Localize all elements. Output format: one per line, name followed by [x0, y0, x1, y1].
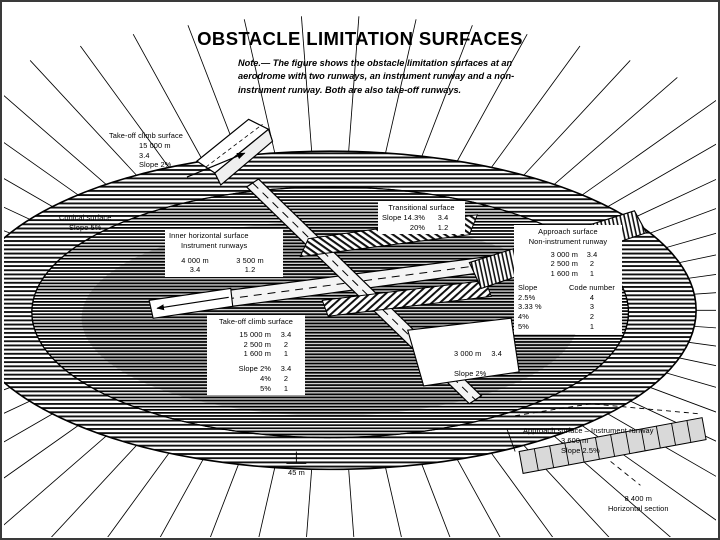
center-right-slope: Slope 2%	[454, 368, 487, 378]
page-title: OBSTACLE LIMITATION SURFACES	[197, 28, 523, 49]
label-conical-surface: Conical surface Slope 5%	[59, 213, 112, 232]
transitional-table: Slope 14.3%3.4 20%1.2	[382, 212, 449, 232]
takeoff-center-slope-table: Slope 2%3.4 4%2 5%1	[238, 364, 292, 393]
takeoff-left-distance: 15 000 m	[139, 140, 171, 150]
strip-width-leader	[286, 451, 307, 464]
label-transitional-surface: Transitional surface Slope 14.3%3.4 20%1…	[378, 201, 466, 235]
center-right-code: 3.4	[491, 349, 502, 358]
figure-note: Note.— The figure shows the obstacle lim…	[238, 58, 515, 95]
label-horizontal-section: 8 400 m Horizontal section	[608, 494, 669, 513]
label-inner-horizontal-surface: Inner horizontal surface Instrument runw…	[165, 229, 283, 278]
label-strip-width: 45 m	[288, 468, 305, 477]
takeoff-left-slope: Slope 2%	[139, 160, 172, 170]
takeoff-climb-surface-right	[407, 317, 520, 387]
horizontal-section-leader	[610, 461, 641, 486]
label-center-right-surface: 3 000 m 3.4 Slope 2%	[454, 349, 502, 379]
label-takeoff-climb-left: Take-off climb surface 15 000 m 3.4 Slop…	[109, 131, 183, 170]
label-approach-instrument: Approach surface – Instrument runway 3 6…	[523, 426, 654, 455]
center-right-distance: 3 000 m	[454, 349, 482, 358]
takeoff-left-code: 3.4	[139, 150, 150, 160]
approach-surface-instrument	[506, 403, 707, 474]
takeoff-climb-surface-left	[186, 118, 274, 186]
label-approach-non-instrument: Approach surface Non-instrument runway 3…	[514, 225, 622, 334]
takeoff-climb-surface-wedge	[148, 287, 234, 319]
